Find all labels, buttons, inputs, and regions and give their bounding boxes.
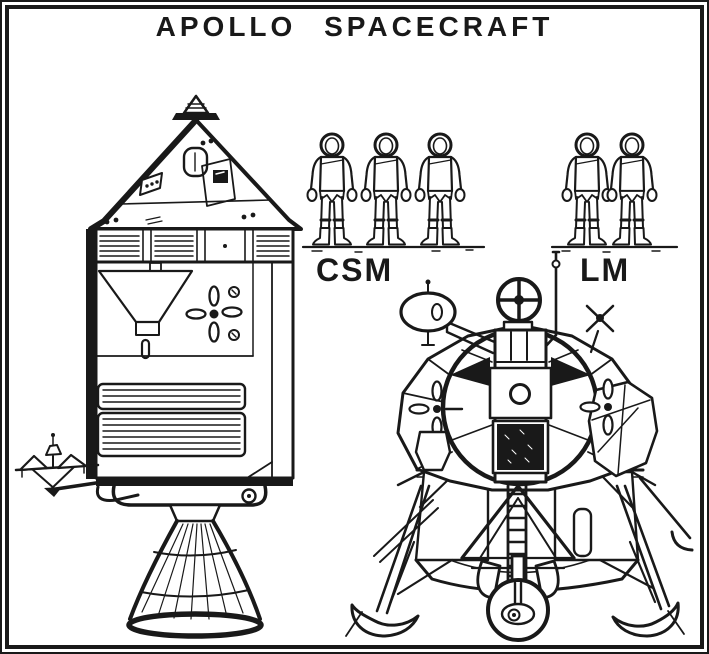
crew-compartment bbox=[450, 328, 591, 484]
command-module bbox=[88, 117, 303, 232]
astronaut-figure bbox=[306, 132, 358, 246]
high-gain-antenna bbox=[14, 433, 100, 497]
left-window-shade bbox=[450, 357, 490, 386]
lm-crew-ground-line bbox=[550, 245, 679, 253]
eva-antenna bbox=[585, 304, 615, 354]
astronaut-figure bbox=[561, 132, 613, 246]
lm-rcs-quad-right bbox=[579, 378, 659, 478]
vhf-antenna-mast bbox=[544, 250, 561, 348]
astronaut-figure bbox=[606, 132, 658, 246]
figure-title: APOLLO SPACECRAFT bbox=[155, 11, 554, 42]
lm-crew-figures bbox=[561, 132, 658, 246]
right-window-shade bbox=[551, 357, 591, 386]
landing-gear bbox=[345, 474, 694, 638]
radiator-panels bbox=[96, 382, 247, 458]
astronaut-figure bbox=[360, 132, 412, 246]
csm-crew-ground-line bbox=[301, 245, 486, 253]
lm-rcs-quad-left bbox=[408, 380, 464, 472]
service-module bbox=[86, 229, 295, 523]
sps-engine-nozzle bbox=[126, 519, 264, 639]
front-landing-leg bbox=[486, 554, 550, 642]
lm-drawing bbox=[345, 250, 694, 642]
lm-label: LM bbox=[580, 252, 631, 288]
csm-label: CSM bbox=[316, 252, 394, 288]
left-footpad bbox=[350, 603, 420, 638]
forward-hatch bbox=[497, 424, 544, 470]
aft-heatshield-band bbox=[94, 227, 295, 264]
csm-drawing bbox=[14, 94, 303, 639]
docking-probe bbox=[172, 94, 220, 120]
docking-window bbox=[509, 383, 531, 405]
csm-crew-figures bbox=[306, 132, 466, 246]
right-footpad bbox=[611, 601, 680, 638]
astronaut-figure bbox=[414, 132, 466, 246]
sband-steerable-antenna bbox=[399, 279, 499, 355]
sm-rcs-quad bbox=[185, 285, 243, 343]
cone-panel bbox=[201, 158, 236, 207]
